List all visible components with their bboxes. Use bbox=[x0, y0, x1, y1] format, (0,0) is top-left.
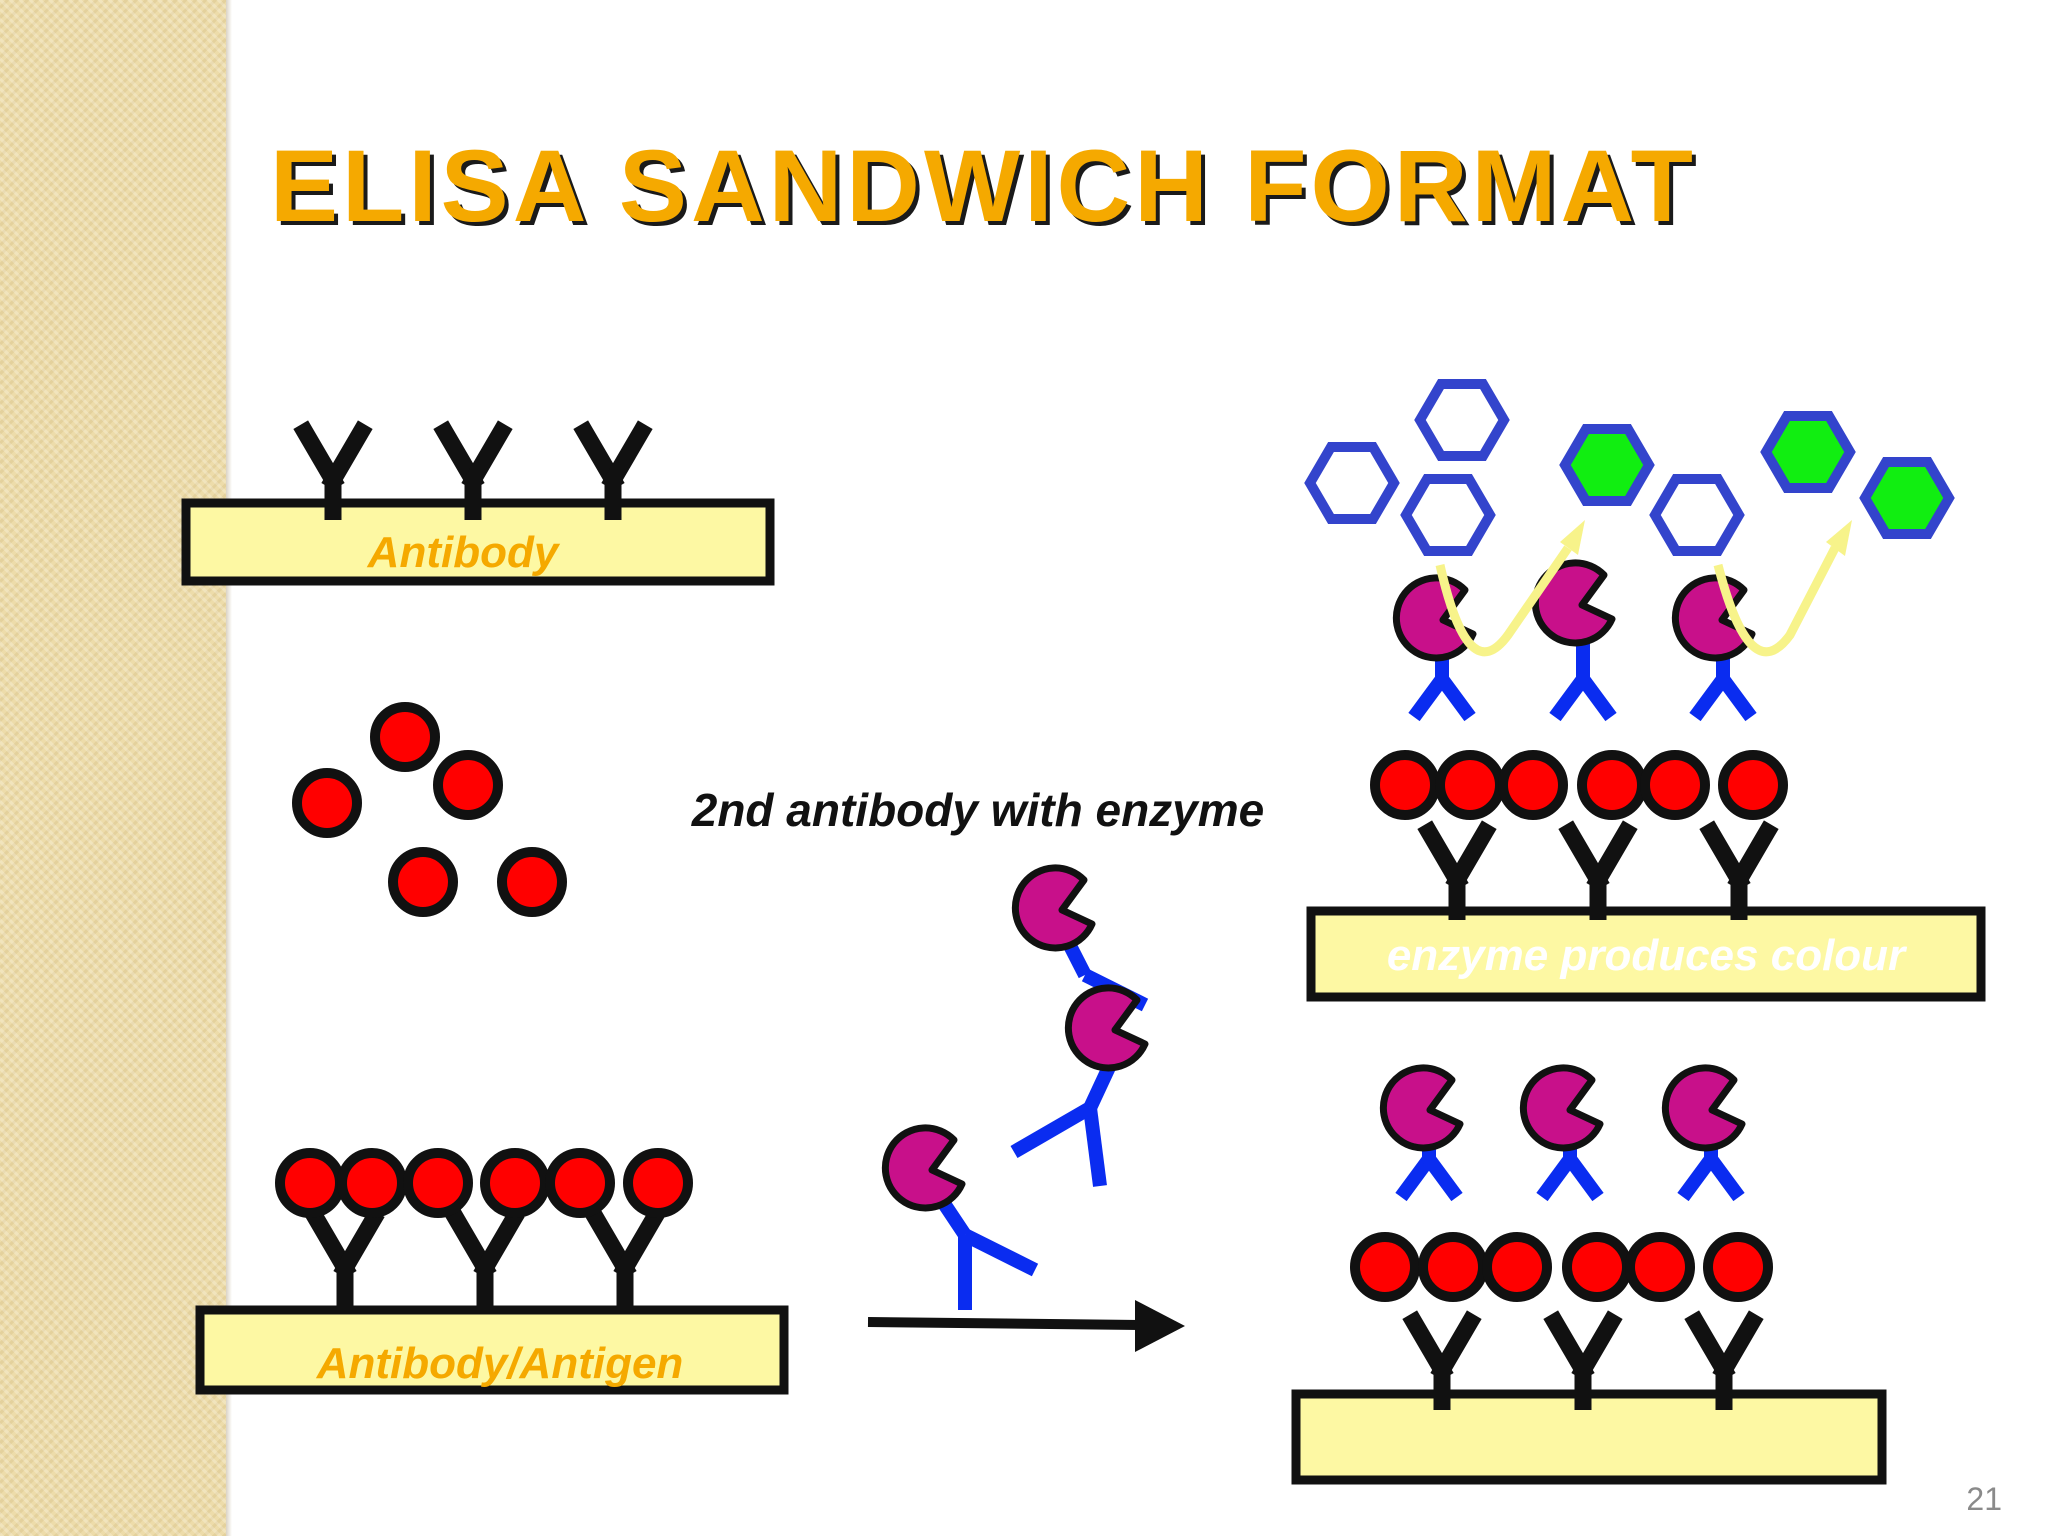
antigen-icon bbox=[1423, 1237, 1483, 1297]
product-hexagon-icon bbox=[1766, 416, 1850, 488]
antigen-icon bbox=[1487, 1237, 1547, 1297]
enzyme-icon bbox=[1665, 1068, 1742, 1148]
enzyme-icon bbox=[1015, 868, 1092, 948]
product-hexagon-icon bbox=[1565, 429, 1649, 501]
reaction-arrow-icon bbox=[1435, 520, 1585, 657]
capture-antibody bbox=[317, 1220, 373, 1308]
enzyme-icon bbox=[1523, 1068, 1600, 1148]
antigen-icon bbox=[485, 1153, 545, 1213]
product-hexagon-icon bbox=[1865, 462, 1949, 534]
antigen-icon bbox=[342, 1153, 402, 1213]
antigen-icon bbox=[1630, 1237, 1690, 1297]
panel-colour-reaction: enzyme produces colour bbox=[1306, 384, 1986, 1002]
antigen-icon bbox=[1503, 755, 1563, 815]
antigen-icon bbox=[1582, 755, 1642, 815]
secondary-antibody-2 bbox=[1010, 988, 1145, 1187]
substrate-hexagon-icon bbox=[1406, 479, 1490, 551]
antigen-icon bbox=[280, 1153, 340, 1213]
panel-antibody-plate: Antibody bbox=[181, 432, 775, 586]
capture-antibody bbox=[457, 1220, 513, 1308]
antigen-icon bbox=[1723, 755, 1783, 815]
panel-full-sandwich bbox=[1291, 1068, 1887, 1485]
enzyme-icon bbox=[1383, 1068, 1460, 1148]
secondary-antibody-3 bbox=[885, 1128, 1039, 1310]
plate-label-antibody-antigen: Antibody/Antigen bbox=[316, 1339, 684, 1388]
antigen-icon bbox=[438, 755, 498, 815]
decorative-sidebar bbox=[0, 0, 226, 1536]
antigen-icon bbox=[375, 707, 435, 767]
antigen-icon bbox=[550, 1153, 610, 1213]
reaction-arrow-icon bbox=[1713, 520, 1852, 657]
slide-title: ELISA SANDWICH FORMAT bbox=[270, 129, 1697, 243]
antigen-icon bbox=[1375, 755, 1435, 815]
process-arrow bbox=[867, 1300, 1185, 1352]
enzyme-icon bbox=[885, 1128, 962, 1208]
enzyme-icon bbox=[1675, 578, 1752, 658]
plate-label-enzyme-colour: enzyme produces colour bbox=[1387, 931, 1908, 980]
plate-1 bbox=[181, 498, 775, 586]
plate-2 bbox=[195, 1305, 789, 1395]
enzyme-icon bbox=[1068, 988, 1145, 1068]
antigen-icon bbox=[393, 852, 453, 912]
plate-label-antibody: Antibody bbox=[367, 528, 561, 577]
free-antigens bbox=[297, 707, 562, 912]
substrate-hexagon-icon bbox=[1420, 384, 1504, 456]
substrate-hexagon-icon bbox=[1655, 479, 1739, 551]
panel-antibody-antigen-plate: Antibody/Antigen bbox=[195, 1153, 789, 1395]
sidebar-shadow bbox=[226, 0, 232, 1536]
antigen-icon bbox=[1708, 1237, 1768, 1297]
antigen-icon bbox=[628, 1153, 688, 1213]
antigen-icon bbox=[1567, 1237, 1627, 1297]
secondary-antibody-1 bbox=[1015, 868, 1149, 1012]
slide-number: 21 bbox=[1966, 1481, 2002, 1517]
antigen-icon bbox=[1440, 755, 1500, 815]
antigen-icon bbox=[502, 852, 562, 912]
substrate-hexagon-icon bbox=[1310, 447, 1394, 519]
antigen-icon bbox=[297, 773, 357, 833]
capture-antibody bbox=[597, 1220, 653, 1308]
antigen-icon bbox=[408, 1153, 468, 1213]
plate-3 bbox=[1306, 906, 1986, 1002]
antigen-icon bbox=[1645, 755, 1705, 815]
label-second-antibody: 2nd antibody with enzyme bbox=[691, 784, 1265, 836]
enzyme-icon bbox=[1396, 578, 1473, 658]
free-secondary-antibodies: 2nd antibody with enzyme bbox=[691, 784, 1265, 1310]
antigen-icon bbox=[1355, 1237, 1415, 1297]
